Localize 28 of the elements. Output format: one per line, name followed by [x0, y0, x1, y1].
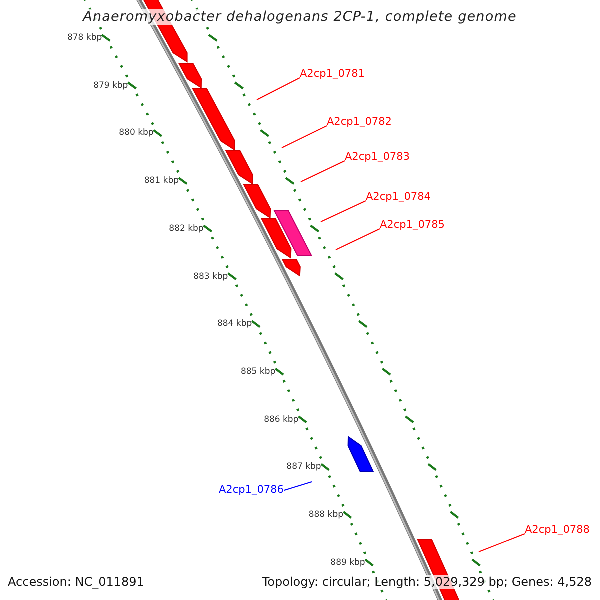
gene-label: A2cp1_0785 [380, 219, 445, 231]
scale-label: 878 kbp [67, 33, 102, 43]
scale-label: 887 kbp [286, 462, 322, 472]
leader-line [478, 534, 526, 552]
leader-line [320, 200, 366, 222]
gene-label: A2cp1_0788 [525, 524, 590, 536]
gene-label: A2cp1_0783 [345, 151, 410, 163]
scale-label: 888 kbp [308, 510, 344, 520]
scale-label: 884 kbp [217, 319, 252, 330]
scale-label: 883 kbp [194, 272, 228, 282]
leader-line [256, 78, 300, 100]
scale-label: 885 kbp [240, 366, 276, 377]
leader-line [300, 160, 346, 182]
scale-label: 889 kbp [330, 558, 366, 568]
genome-info-label: Topology: circular; Length: 5,029,329 bp; Genes: 4,528 [262, 575, 592, 589]
scale-label: 880 kbp [119, 128, 154, 138]
scale-label: 886 kbp [264, 414, 299, 425]
gene-label: A2cp1_0786 [219, 484, 284, 496]
gene-label: A2cp1_0782 [327, 116, 392, 128]
scale-label: 879 kbp [94, 80, 128, 91]
gene-label: A2cp1_0784 [366, 191, 431, 203]
scale-label: 881 kbp [144, 176, 179, 186]
accession-label: Accession: NC_011891 [8, 575, 144, 589]
leader-line [336, 228, 380, 250]
gene-label: A2cp1_0781 [300, 68, 365, 80]
leader-line [282, 126, 328, 148]
scale-label: 882 kbp [169, 224, 204, 234]
leader-line [284, 482, 312, 492]
